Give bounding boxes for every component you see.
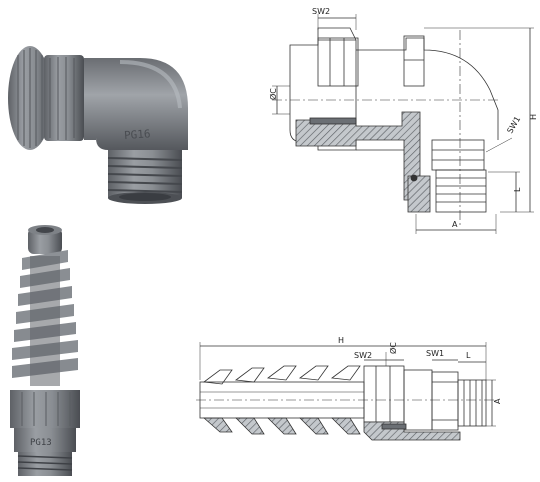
spiral-gland-marking: PG13 <box>30 438 52 448</box>
spiral-gland-coils <box>12 250 78 386</box>
spiral-gland-photo: PG13 <box>10 225 80 476</box>
spiral-gland-tip <box>28 228 62 254</box>
spiral-label-sw1: SW1 <box>426 349 444 358</box>
elbow-technical-drawing <box>272 14 534 234</box>
elbow-gland-marking: PG16 <box>124 127 151 142</box>
elbow-label-sw2: SW2 <box>312 7 330 16</box>
elbow-label-a: A <box>452 220 458 229</box>
spiral-drawing-labels: H SW2 ØC SW1 L A <box>338 336 502 404</box>
spiral-label-a: A <box>493 398 502 404</box>
elbow-label-dc: ØC <box>268 88 278 100</box>
elbow-gland-body <box>84 58 188 150</box>
elbow-label-sw1: SW1 <box>505 115 522 135</box>
spiral-section-hatch <box>363 421 461 441</box>
spiral-technical-drawing <box>196 342 496 441</box>
spiral-label-l: L <box>466 351 471 360</box>
elbow-section-hatch <box>295 111 421 201</box>
spiral-label-sw2: SW2 <box>354 351 372 360</box>
elbow-label-l: L <box>513 187 522 192</box>
spiral-label-dc: ØC <box>388 342 398 354</box>
elbow-gland-photo: PG16 <box>8 46 188 204</box>
elbow-gland-cap-ribs <box>17 48 43 148</box>
spiral-label-h: H <box>338 336 344 345</box>
elbow-label-h: H <box>529 114 538 120</box>
